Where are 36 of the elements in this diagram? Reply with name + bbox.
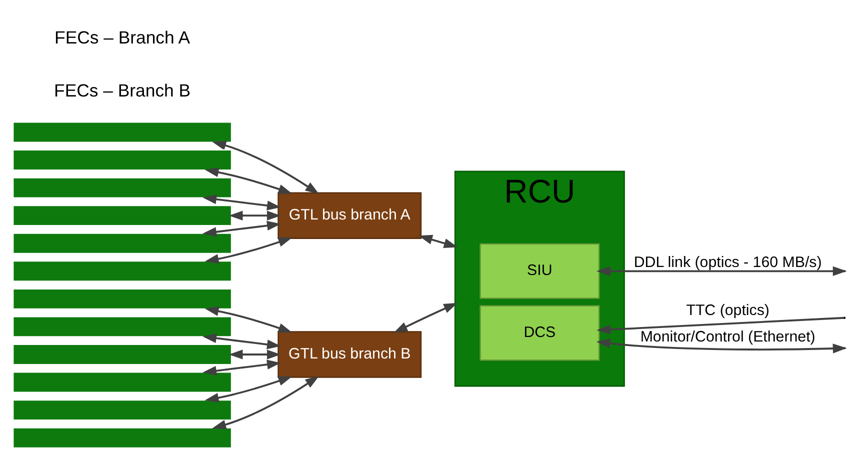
- edge-label: Monitor/Control (Ethernet): [640, 328, 816, 346]
- arrow: [202, 194, 281, 210]
- node-bar: [12, 149, 232, 171]
- arrow: [202, 360, 281, 376]
- node-bar: [12, 122, 232, 143]
- arrow: [228, 350, 281, 360]
- arrow: [596, 316, 844, 334]
- node-box: GTL bus branch B: [278, 331, 422, 378]
- arrow: [204, 237, 292, 264]
- node-bar: [12, 316, 232, 338]
- node-bar: [12, 344, 232, 366]
- node-box: SIU: [480, 243, 600, 299]
- node-bar: [12, 372, 232, 394]
- label: FECs – Branch B: [54, 80, 191, 100]
- node-bar: [12, 399, 232, 421]
- node-bar: [12, 260, 232, 282]
- edge-label: DDL link (optics - 160 MB/s): [634, 254, 822, 271]
- arrow: [394, 302, 458, 333]
- node-bar: [12, 204, 232, 226]
- arrow: [212, 140, 320, 194]
- arrow: [202, 333, 281, 350]
- arrow: [204, 306, 292, 333]
- arrow: [204, 167, 292, 194]
- arrow: [204, 376, 292, 403]
- node-bar: [12, 177, 232, 199]
- arrow: [418, 234, 458, 248]
- node-bar: [12, 288, 232, 310]
- node-box: GTL bus branch A: [278, 192, 422, 239]
- arrow: [202, 220, 281, 237]
- arrow: [212, 376, 320, 430]
- node-bar: [12, 427, 232, 449]
- arrow: [228, 210, 281, 220]
- node-bar: [12, 232, 232, 254]
- edge-label: TTC (optics): [686, 302, 770, 319]
- node-box: DCS: [480, 305, 600, 361]
- label: FECs – Branch A: [54, 27, 190, 48]
